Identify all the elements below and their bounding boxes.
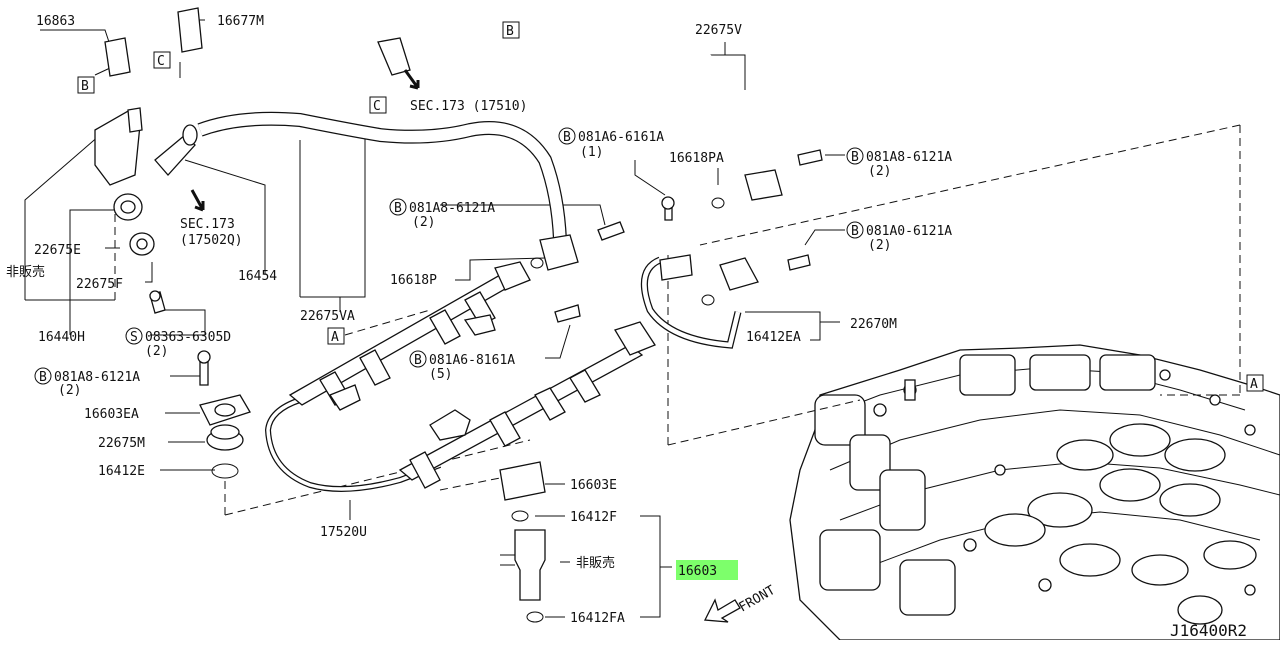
label-16677m[interactable]: 16677M	[217, 14, 264, 29]
label-16440h[interactable]: 16440H	[38, 330, 85, 345]
ref-b-1: B	[81, 79, 89, 94]
label-front: FRONT	[737, 583, 779, 616]
circle-b-081a8-left: B	[39, 370, 47, 385]
label-17520u[interactable]: 17520U	[320, 525, 367, 540]
ref-c-2: C	[373, 99, 381, 114]
label-22675va[interactable]: 22675VA	[300, 309, 355, 324]
label-081a8-6121a-middle-qty: (2)	[412, 215, 435, 230]
label-081a8-6121a-left-qty: (2)	[58, 383, 81, 398]
label-sec173-17510[interactable]: SEC.173 (17510)	[410, 99, 527, 114]
label-081a6-8161a-qty: (5)	[429, 367, 452, 382]
label-22675v[interactable]: 22675V	[695, 23, 742, 38]
label-16412ea[interactable]: 16412EA	[746, 330, 801, 345]
label-16454[interactable]: 16454	[238, 269, 277, 284]
small-parts	[94, 7, 823, 623]
label-081a0-6121a-qty: (2)	[868, 238, 891, 253]
label-16603[interactable]: 16603	[678, 564, 717, 579]
hoses	[197, 15, 765, 492]
ref-b-2: B	[506, 24, 514, 39]
label-16412fa[interactable]: 16412FA	[570, 611, 625, 626]
fuel-rails	[288, 261, 656, 489]
highlight-box	[676, 560, 738, 580]
label-16603ea[interactable]: 16603EA	[84, 407, 139, 422]
label-22675m[interactable]: 22675M	[98, 436, 145, 451]
reference-boxes: B C B C A A	[77, 21, 1264, 392]
dashed-guides	[114, 124, 1241, 516]
label-08363-6305d-qty: (2)	[145, 344, 168, 359]
label-16412e[interactable]: 16412E	[98, 464, 145, 479]
label-sec173-line1[interactable]: SEC.173	[180, 217, 235, 232]
circle-s-08363: S	[130, 330, 138, 345]
circled-prefixes: B B B B S B B	[34, 127, 864, 385]
ref-a-2: A	[1250, 377, 1258, 392]
label-081a6-6161a-qty: (1)	[580, 145, 603, 160]
label-22670m[interactable]: 22670M	[850, 317, 897, 332]
label-081a8-6121a-right[interactable]: 081A8-6121A	[866, 150, 952, 165]
label-22675f[interactable]: 22675F	[76, 277, 123, 292]
label-081a8-6121a-left[interactable]: 081A8-6121A	[54, 370, 140, 385]
circle-b-081a0: B	[851, 224, 859, 239]
circle-b-081a8-middle: B	[394, 201, 402, 216]
label-16863[interactable]: 16863	[36, 14, 75, 29]
part-labels: 16863 16677M SEC.173 (17510) SEC.173 (17…	[6, 14, 1247, 640]
ref-a-1: A	[331, 330, 339, 345]
label-16618p[interactable]: 16618P	[390, 273, 437, 288]
label-081a0-6121a[interactable]: 081A0-6121A	[866, 224, 952, 239]
label-081a8-6121a-middle[interactable]: 081A8-6121A	[409, 201, 495, 216]
circle-b-081a6-6161a: B	[563, 130, 571, 145]
label-081a6-8161a[interactable]: 081A6-8161A	[429, 353, 515, 368]
circle-b-081a6-8161a: B	[414, 353, 422, 368]
label-22675e[interactable]: 22675E	[34, 243, 81, 258]
label-hihanbai-1: 非販売	[6, 264, 45, 280]
circle-b-081a8-right: B	[851, 150, 859, 165]
label-sec173-line2[interactable]: (17502Q)	[180, 233, 243, 248]
label-08363-6305d[interactable]: 08363-6305D	[145, 330, 231, 345]
label-081a8-6121a-right-qty: (2)	[868, 164, 891, 179]
ref-c-1: C	[157, 54, 165, 69]
label-hihanbai-2: 非販売	[576, 555, 615, 571]
label-16618pa[interactable]: 16618PA	[669, 151, 724, 166]
diagram-id: J16400R2	[1170, 621, 1247, 640]
label-16603e[interactable]: 16603E	[570, 478, 617, 493]
leader-lines	[24, 19, 845, 618]
engine-cylinder-head	[789, 344, 1280, 641]
label-081a6-6161a[interactable]: 081A6-6161A	[578, 130, 664, 145]
label-16412f[interactable]: 16412F	[570, 510, 617, 525]
